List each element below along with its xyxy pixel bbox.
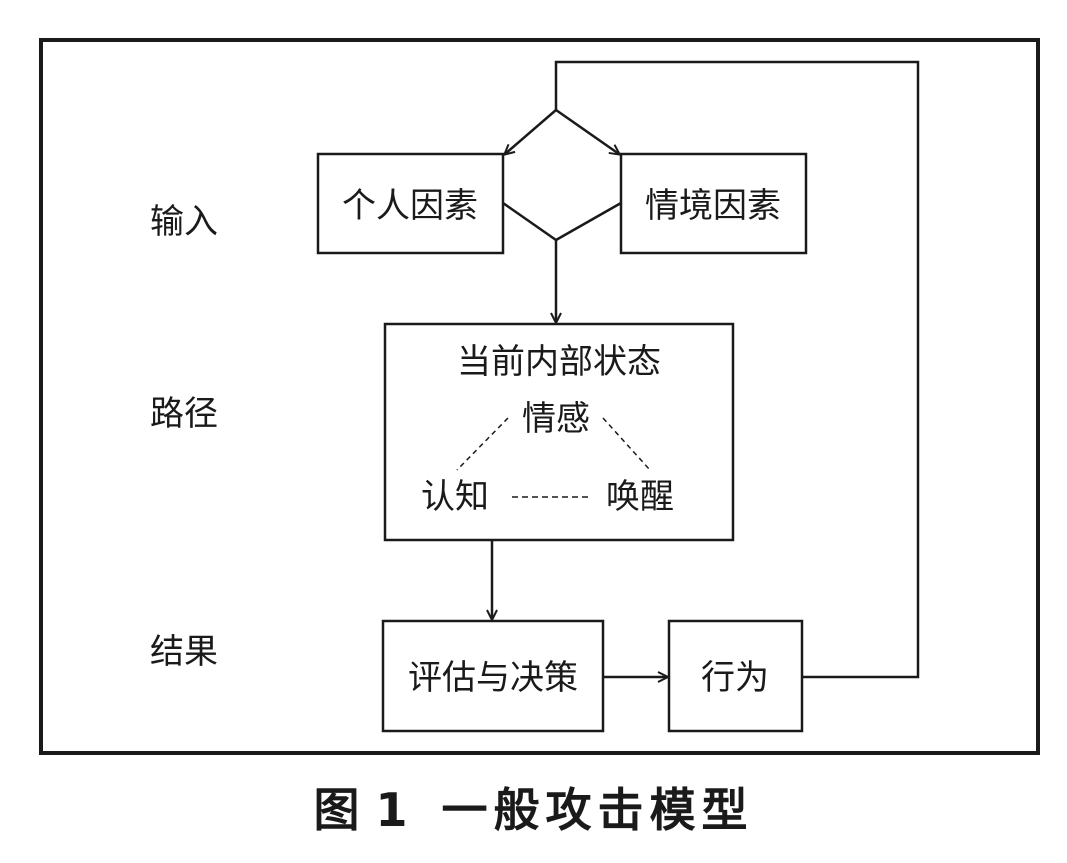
caption-title: 一般攻击模型 <box>441 783 754 837</box>
internal-state-box <box>383 322 735 542</box>
figure-frame <box>39 38 1040 755</box>
caption-number: 1 <box>375 783 414 837</box>
row-label-result: 结果 <box>150 632 218 672</box>
evaluation-decision-label: 评估与决策 <box>408 658 578 698</box>
feedback-line <box>554 60 920 679</box>
diagram-canvas: 输入 路径 结果 个人因素 情境因素 当前内部状态 情感 认知 唤醒 评估与决策… <box>39 38 1040 755</box>
situational-factors-label: 情境因素 <box>645 186 781 226</box>
merge-line-right <box>555 201 622 242</box>
arousal-label: 唤醒 <box>606 477 674 517</box>
personal-factors-label: 个人因素 <box>342 186 478 226</box>
split-arrow-left <box>505 109 557 154</box>
behavior-label: 行为 <box>701 658 769 698</box>
internal-state-title: 当前内部状态 <box>457 342 661 382</box>
row-label-input: 输入 <box>150 202 218 242</box>
caption-prefix: 图 <box>313 783 366 837</box>
dashed-affect-cognition <box>456 417 509 471</box>
split-arrow-right <box>555 108 619 154</box>
row-label-path: 路径 <box>150 394 218 434</box>
cognition-label: 认知 <box>421 477 489 517</box>
behavior-box <box>667 619 804 733</box>
merge-line-left <box>502 201 557 242</box>
affect-label: 情感 <box>522 399 590 439</box>
dashed-affect-arousal <box>602 417 651 471</box>
